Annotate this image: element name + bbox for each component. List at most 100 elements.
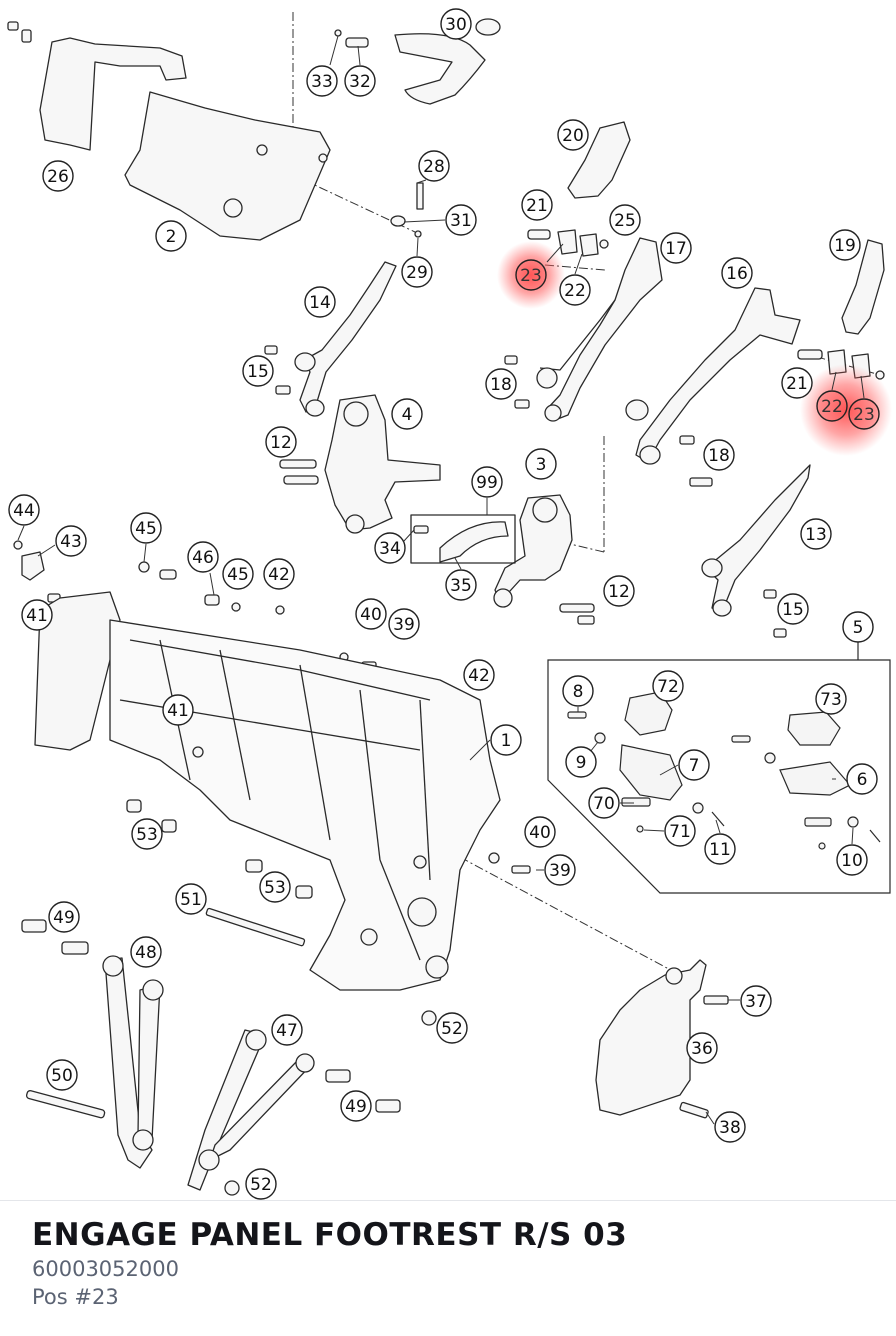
callout-18[interactable]: 18 [485,368,517,400]
callout-8[interactable]: 8 [562,675,594,707]
callout-17[interactable]: 17 [660,232,692,264]
callout-14[interactable]: 14 [304,286,336,318]
callout-1[interactable]: 1 [490,724,522,756]
callout-number: 35 [450,576,472,596]
callout-23-highlighted[interactable]: 23 [848,398,880,430]
callout-circle [609,204,641,236]
callout-number: 44 [13,501,35,521]
callout-16[interactable]: 16 [721,257,753,289]
callout-26[interactable]: 26 [42,160,74,192]
callout-45[interactable]: 45 [222,558,254,590]
callout-number: 13 [805,525,827,545]
callout-34[interactable]: 34 [374,532,406,564]
callout-circle [245,1168,277,1200]
callout-2[interactable]: 2 [155,220,187,252]
callout-44[interactable]: 44 [8,494,40,526]
callout-30[interactable]: 30 [440,8,472,40]
callout-10[interactable]: 10 [836,844,868,876]
callout-21[interactable]: 21 [521,189,553,221]
callout-number: 20 [562,126,584,146]
callout-70[interactable]: 70 [588,787,620,819]
footrest-rubber-part-19 [841,239,885,335]
callout-7[interactable]: 7 [678,749,710,781]
callout-20[interactable]: 20 [557,119,589,151]
callout-circle [8,494,40,526]
callout-circle [565,746,597,778]
callout-number: 41 [26,606,48,626]
callout-18[interactable]: 18 [703,439,735,471]
callout-circle [48,901,80,933]
callout-52[interactable]: 52 [436,1012,468,1044]
engage-panel-part-35 [439,521,509,563]
callout-number: 72 [657,677,679,697]
linkage-part-48 [104,957,153,1169]
callout-47[interactable]: 47 [271,1014,303,1046]
callout-22[interactable]: 22 [559,274,591,306]
callout-49[interactable]: 49 [340,1090,372,1122]
callout-number: 18 [708,446,730,466]
callout-6[interactable]: 6 [846,763,878,795]
callout-circle [842,611,874,643]
callout-32[interactable]: 32 [344,65,376,97]
callout-22-highlighted[interactable]: 22 [816,390,848,422]
callout-number: 42 [468,666,490,686]
callout-42[interactable]: 42 [463,659,495,691]
callout-19[interactable]: 19 [829,229,861,261]
callout-40[interactable]: 40 [355,598,387,630]
callout-33[interactable]: 33 [306,65,338,97]
callout-11[interactable]: 11 [704,833,736,865]
callout-50[interactable]: 50 [46,1059,78,1091]
callout-number: 14 [309,293,331,313]
callout-circle [187,541,219,573]
callout-48[interactable]: 48 [130,936,162,968]
callout-number: 53 [136,825,158,845]
callout-39[interactable]: 39 [388,608,420,640]
callout-circle [664,815,696,847]
callout-51[interactable]: 51 [175,883,207,915]
callout-12[interactable]: 12 [265,426,297,458]
callout-41[interactable]: 41 [162,694,194,726]
callout-29[interactable]: 29 [401,256,433,288]
highlight-glow-pos-23-left [497,241,565,309]
callout-number: 38 [719,1118,741,1138]
callout-36[interactable]: 36 [686,1032,718,1064]
callout-49[interactable]: 49 [48,901,80,933]
callout-72[interactable]: 72 [652,670,684,702]
callout-15[interactable]: 15 [242,355,274,387]
callout-circle [242,355,274,387]
callout-37[interactable]: 37 [740,985,772,1017]
callout-number: 50 [51,1066,73,1086]
callout-39[interactable]: 39 [544,854,576,886]
callout-3[interactable]: 3 [525,448,557,480]
callout-23-highlighted[interactable]: 23 [515,259,547,291]
callout-38[interactable]: 38 [714,1111,746,1143]
callout-9[interactable]: 9 [565,746,597,778]
callout-number: 70 [593,794,615,814]
callout-circle [815,683,847,715]
sprocket-cover-part-36 [595,959,707,1116]
callout-40[interactable]: 40 [524,816,556,848]
callout-25[interactable]: 25 [609,204,641,236]
callout-53[interactable]: 53 [259,871,291,903]
callout-13[interactable]: 13 [800,518,832,550]
callout-5[interactable]: 5 [842,611,874,643]
callout-73[interactable]: 73 [815,683,847,715]
callout-15[interactable]: 15 [777,593,809,625]
callout-35[interactable]: 35 [445,569,477,601]
callout-circle [445,204,477,236]
callout-28[interactable]: 28 [418,150,450,182]
callout-71[interactable]: 71 [664,815,696,847]
callout-52[interactable]: 52 [245,1168,277,1200]
callout-53[interactable]: 53 [131,818,163,850]
callout-43[interactable]: 43 [55,525,87,557]
callout-99[interactable]: 99 [471,466,503,498]
callout-12[interactable]: 12 [603,575,635,607]
callout-circle [388,608,420,640]
callout-45[interactable]: 45 [130,512,162,544]
callout-42[interactable]: 42 [263,558,295,590]
callout-4[interactable]: 4 [391,398,423,430]
callout-31[interactable]: 31 [445,204,477,236]
callout-46[interactable]: 46 [187,541,219,573]
callout-21[interactable]: 21 [781,367,813,399]
callout-41[interactable]: 41 [21,599,53,631]
